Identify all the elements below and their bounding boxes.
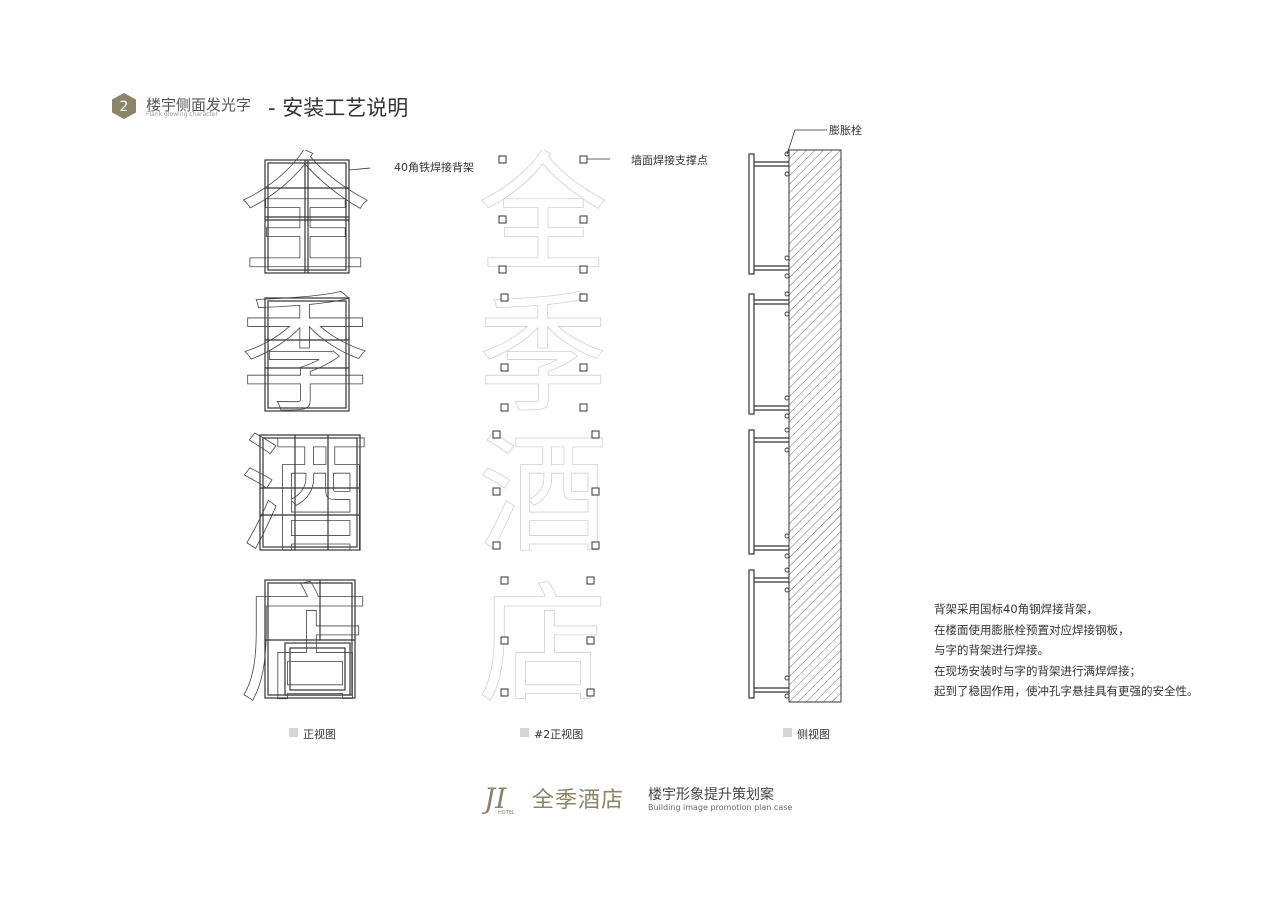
caption-front: 正视图 [303,728,336,741]
glyph-ji: 季 [240,279,370,431]
caption-side: 侧视图 [797,728,830,741]
page-heading: - 安装工艺说明 [268,96,409,120]
description-line: 在楼面使用膨胀栓预置对应焊接钢板， [934,622,1130,637]
glyph-jiu: 酒 [240,419,370,571]
callout-line-bolt [786,129,827,155]
glyph-dian: 店 [240,569,370,710]
section-number-badge: 2 [112,93,136,119]
section-number: 2 [120,99,129,115]
expansion-bolts [784,151,790,699]
brand-name: 全季酒店 [532,788,625,813]
description-line: 背架采用国标40角钢焊接背架， [934,602,1099,616]
ghost-glyph-jiu: 酒 [480,419,608,571]
callout-weld-point: 墙面焊接支撑点 [631,154,708,167]
brand-logo: JI HOTEL [482,782,515,816]
callout-line-frame [348,167,370,171]
caption-marker-front [289,728,298,737]
caption-front2: #2正视图 [534,728,584,741]
weld-points-ji [500,293,588,412]
wall-section [788,149,842,703]
bracket-2 [748,293,789,415]
frame-quan [264,159,350,274]
brand-slogan-en: Building image promotion plan case [648,803,793,812]
brand-logo-small: HOTEL [498,810,515,816]
bracket-1 [748,153,789,275]
brand-slogan: 楼宇形象提升策划案 [648,787,774,803]
description-line: 与字的背架进行焊接。 [934,643,1049,657]
caption-marker-front2 [520,728,529,737]
bracket-4 [748,569,789,699]
weld-points-dian [500,576,595,697]
frame-ji [264,297,350,412]
front-view-2-drawing: 全 季 酒 店 [480,150,610,710]
callout-bolt: 膨胀栓 [829,124,862,137]
ghost-glyph-ji: 季 [480,279,608,431]
install-description: 背架采用国标40角钢焊接背架， 在楼面使用膨胀栓预置对应焊接钢板， 与字的背架进… [934,599,1199,702]
caption-marker-side [783,728,792,737]
frame-dian [264,579,356,699]
weld-points [492,155,600,697]
description-line: 起到了稳固作用，使冲孔字悬挂具有更强的安全性。 [934,684,1199,698]
glyph-quan: 全 [240,150,370,291]
weld-points-quan [498,155,588,274]
weld-points-jiu [492,430,600,550]
frame-jiu [259,434,361,551]
section-subtitle: Flank glowing character [146,111,218,118]
front-view-drawing: 全 季 酒 店 [240,150,370,710]
description-line: 在现场安装时与字的背架进行满焊焊接； [934,663,1141,678]
side-view-drawing [748,129,842,703]
brand-logo-letters: JI [482,782,507,815]
section-title: 楼宇侧面发光字 [146,96,252,114]
callout-frame: 40角铁焊接背架 [394,161,474,174]
bracket-3 [748,429,789,555]
